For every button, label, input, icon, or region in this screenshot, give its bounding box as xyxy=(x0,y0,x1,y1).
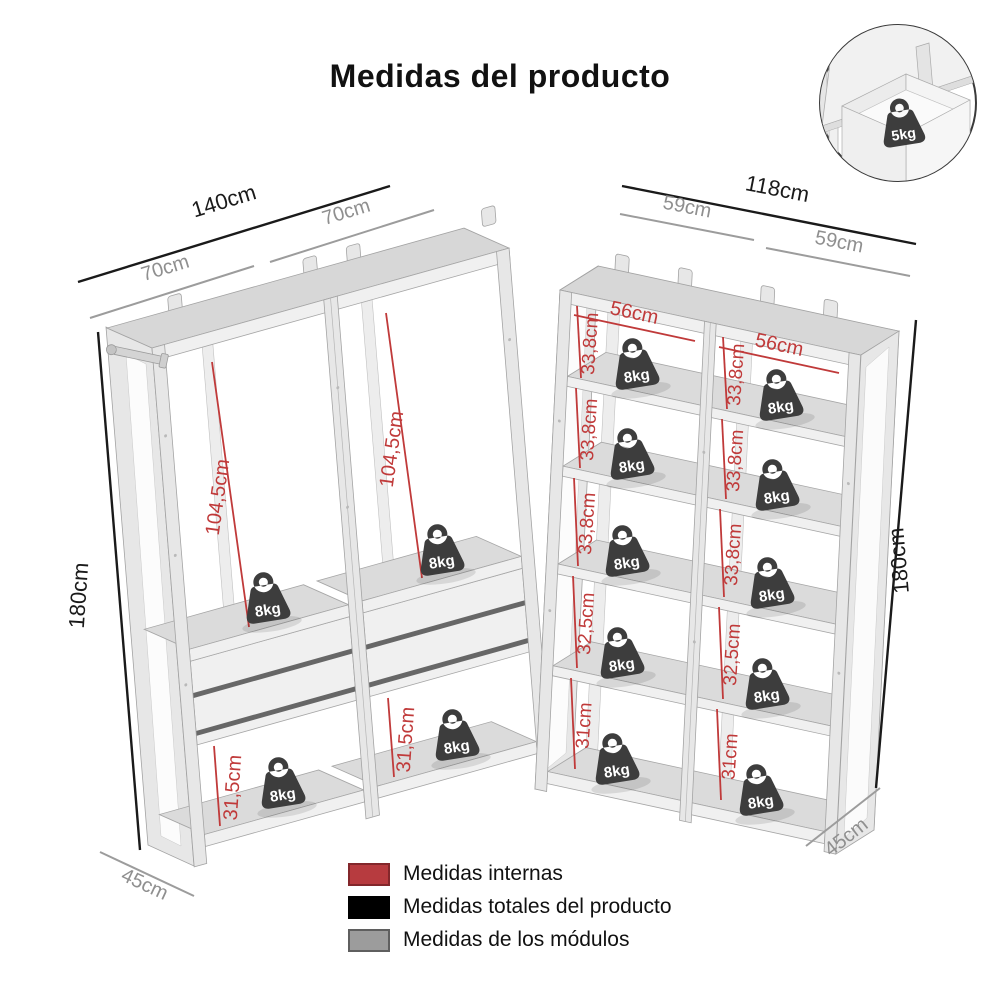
weight-label: 8kg xyxy=(763,487,791,508)
right-t1-comp1-label: 33,8cm xyxy=(578,312,603,376)
weight-label: 8kg xyxy=(753,686,781,707)
right-t1-comp5-label: 31cm xyxy=(572,702,596,750)
left-height-line xyxy=(96,331,142,851)
legend-item-modules: Medidas de los módulos xyxy=(348,928,672,952)
right-tower2-internal-lines xyxy=(716,336,728,801)
legend-item-total: Medidas totales del producto xyxy=(348,895,672,919)
left-module2-width-label: 70cm xyxy=(320,195,373,230)
right-height-label: 180cm xyxy=(883,527,914,595)
left-module1-width-line xyxy=(89,265,255,319)
weight-label: 8kg xyxy=(428,552,456,573)
weight-badge-icon: 8kg xyxy=(240,568,302,633)
weight-label: 8kg xyxy=(747,792,775,813)
weight-label: 5kg xyxy=(890,125,917,145)
weight-label: 8kg xyxy=(767,397,795,418)
drawer-detail-drawing: 5kg xyxy=(820,25,976,181)
left-total-width-label: 140cm xyxy=(189,179,259,222)
legend-label-modules: Medidas de los módulos xyxy=(403,928,630,951)
weight-badge-icon: 8kg xyxy=(255,753,317,818)
right-t2-comp4-label: 32,5cm xyxy=(720,623,745,687)
weight-label: 8kg xyxy=(608,655,636,676)
left-height-label: 180cm xyxy=(64,562,94,630)
right-total-width-label: 118cm xyxy=(743,170,811,207)
right-module2-width-line xyxy=(765,247,911,277)
weight-badge-icon: 8kg xyxy=(599,521,661,586)
weight-label: 8kg xyxy=(623,366,651,387)
legend-swatch-total xyxy=(348,895,390,919)
right-t2-comp5-label: 31cm xyxy=(718,733,742,781)
clothes-rail-icon xyxy=(105,344,169,369)
weight-label: 8kg xyxy=(618,456,646,477)
dimension-lines xyxy=(77,184,918,897)
left-module2-width-line xyxy=(269,209,435,263)
legend-item-internal: Medidas internas xyxy=(348,862,672,886)
weight-badge-icon: 8kg xyxy=(739,654,801,719)
left-depth-label: 45cm xyxy=(118,864,172,905)
weight-badge-icon: 8kg xyxy=(749,455,811,520)
weight-label: 8kg xyxy=(613,553,641,574)
weight-label: 8kg xyxy=(758,585,786,606)
weight-badge-icon: 8kg xyxy=(733,760,795,825)
left-module1-width-label: 70cm xyxy=(139,251,192,286)
legend: Medidas internas Medidas totales del pro… xyxy=(348,862,672,961)
right-t2-comp2-label: 33,8cm xyxy=(723,429,748,493)
right-t2-comp1-label: 33,8cm xyxy=(724,343,749,407)
screw-holes xyxy=(164,338,512,687)
legend-label-internal: Medidas internas xyxy=(403,862,563,885)
right-module1-width-line xyxy=(619,213,755,241)
right-depth-line xyxy=(805,787,881,847)
weight-badge-icon: 8kg xyxy=(429,705,491,770)
weight-label: 8kg xyxy=(603,761,631,782)
weight-badge-icon: 8kg xyxy=(609,334,671,399)
right-shelfwidth1-line xyxy=(573,314,696,342)
weight-label: 8kg xyxy=(269,785,297,806)
page-title: Medidas del producto xyxy=(329,58,671,94)
drawer-fronts xyxy=(189,567,530,746)
right-shelfwidth2-line xyxy=(718,346,840,374)
right-t1-comp2-label: 33,8cm xyxy=(577,398,602,462)
weight-badges: 8kg 8kg 8kg 8kg 8kg 8kg 8kg 8kg xyxy=(240,334,815,825)
left-unit-drawing xyxy=(105,205,552,868)
weight-label: 8kg xyxy=(254,600,282,621)
right-t1-comp3-label: 33,8cm xyxy=(575,492,600,556)
weight-badge-icon: 8kg xyxy=(589,729,651,794)
weight-badge-icon: 5kg xyxy=(877,95,927,149)
left-hang2-line xyxy=(385,312,423,579)
left-total-width-line xyxy=(77,184,391,284)
left-depth-line xyxy=(99,851,195,897)
left-bottom2-label: 31,5cm xyxy=(393,706,420,773)
left-hang1-label: 104,5cm xyxy=(202,458,234,537)
right-module1-width-label: 59cm xyxy=(661,192,713,223)
right-unit-right-side-panel xyxy=(835,330,900,855)
left-hang1-line xyxy=(211,361,250,628)
right-t1-comp4-label: 32,5cm xyxy=(574,592,599,656)
legend-swatch-internal xyxy=(348,862,390,886)
right-height-line xyxy=(874,319,918,789)
weight-label: 8kg xyxy=(443,737,471,758)
weight-badge-icon: 8kg xyxy=(414,520,476,585)
right-unit-drawing xyxy=(534,253,901,855)
screw-holes xyxy=(548,419,850,675)
mount-hooks xyxy=(614,253,839,320)
legend-swatch-modules xyxy=(348,928,390,952)
left-bottom2-line xyxy=(387,697,395,778)
left-bottom1-label: 31,5cm xyxy=(220,754,247,821)
weight-badge-icon: 8kg xyxy=(744,553,806,618)
weight-badge-icon: 8kg xyxy=(594,623,656,688)
right-tower1-internal-lines xyxy=(570,305,582,770)
right-total-width-line xyxy=(621,184,917,246)
drawer-capacity-inset: 5kg xyxy=(819,24,977,182)
left-unit-structure xyxy=(105,205,552,868)
legend-label-total: Medidas totales del producto xyxy=(403,895,672,918)
weight-badge-icon: 8kg xyxy=(753,365,815,430)
right-t2-comp3-label: 33,8cm xyxy=(721,523,746,587)
weight-badge-icon: 8kg xyxy=(604,424,666,489)
left-bottom1-line xyxy=(213,745,221,827)
